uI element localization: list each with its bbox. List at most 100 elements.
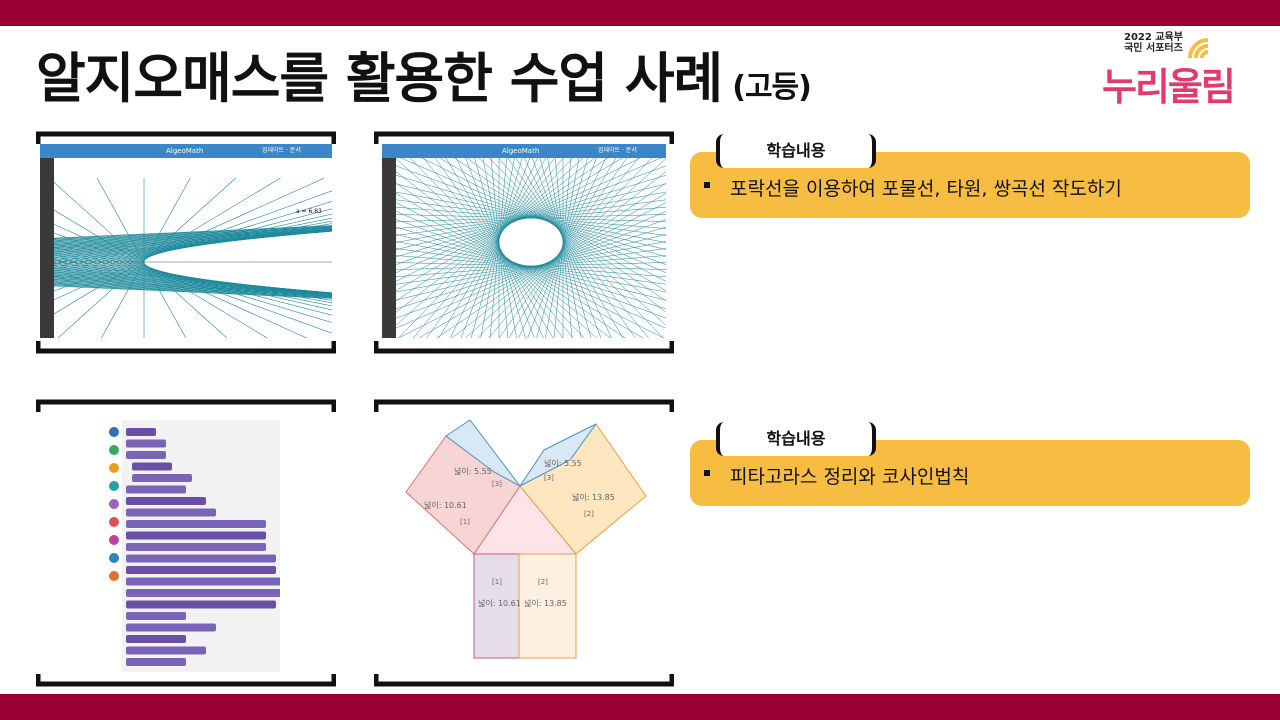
- code-block[interactable]: [126, 554, 276, 563]
- code-block[interactable]: [126, 451, 166, 459]
- envelope-line: [54, 227, 332, 242]
- envelope-line: [54, 226, 332, 240]
- category-icon[interactable]: [109, 463, 119, 473]
- envelope-line: [54, 284, 332, 299]
- learning-content-tag-2: 학습내용: [716, 422, 876, 456]
- code-block[interactable]: [126, 577, 280, 586]
- category-icon[interactable]: [109, 445, 119, 455]
- envelope-line: [54, 230, 332, 257]
- category-icon[interactable]: [109, 571, 119, 581]
- bracket-frame: [374, 131, 674, 354]
- envelope-line: [54, 227, 332, 265]
- code-block[interactable]: [126, 531, 266, 540]
- code-block[interactable]: [126, 497, 206, 505]
- code-block[interactable]: [126, 600, 276, 609]
- envelope-line: [54, 190, 332, 292]
- envelope-line: [54, 280, 332, 297]
- category-icon[interactable]: [109, 427, 119, 437]
- code-block[interactable]: [126, 485, 186, 494]
- slider-label: a = 6.83: [296, 208, 322, 215]
- envelope-line: [54, 262, 332, 295]
- tool-sidebar[interactable]: [382, 158, 396, 338]
- code-block[interactable]: [126, 623, 216, 632]
- block-palette[interactable]: [42, 420, 122, 672]
- code-blocks[interactable]: [42, 420, 280, 672]
- app-toolbar: AlgeoMath 업데이트 · 문서: [382, 144, 666, 158]
- rect-2: [518, 553, 577, 659]
- code-block[interactable]: [132, 474, 192, 482]
- area-label-2: 넓이: 13.85: [572, 492, 615, 502]
- area-label-r1: 넓이: 10.61: [478, 598, 521, 608]
- envelope-line: [54, 230, 332, 254]
- logo-line1: 2022 교육부: [1124, 32, 1183, 43]
- app-toolbar: AlgeoMath 업데이트 · 문서: [40, 144, 332, 158]
- code-block[interactable]: [126, 508, 216, 517]
- bracket-frame: [36, 131, 336, 354]
- bullet-icon: [704, 470, 710, 476]
- area-label-3b: 넓이: 5.55: [544, 458, 582, 468]
- code-block[interactable]: [132, 462, 172, 471]
- category-icon[interactable]: [109, 517, 119, 527]
- algeomath-view: AlgeoMath 업데이트 · 문서 a = 6.83: [40, 144, 332, 338]
- app-menu[interactable]: 업데이트 · 문서: [262, 147, 301, 154]
- tool-sidebar[interactable]: [40, 158, 54, 338]
- code-block[interactable]: [126, 520, 266, 528]
- category-icon[interactable]: [109, 499, 119, 509]
- envelope-line: [54, 217, 332, 275]
- top-bar: [0, 0, 1280, 26]
- envelope-line: [54, 269, 332, 294]
- envelope-line: [54, 268, 332, 294]
- envelope-line: [54, 229, 332, 262]
- envelope-line: [54, 223, 308, 338]
- category-icon[interactable]: [109, 553, 119, 563]
- envelope-line: [554, 158, 573, 338]
- learning-content-text-2: 피타고라스 정리와 코사인법칙: [730, 466, 970, 488]
- envelope-line: [54, 273, 332, 294]
- code-block[interactable]: [126, 658, 186, 666]
- envelope-line: [54, 243, 332, 316]
- envelope-line: [54, 247, 332, 311]
- nuriullim-logo: 2022 교육부 국민 서포터즈 누리울림: [1098, 30, 1248, 110]
- envelope-line: [54, 274, 332, 294]
- envelope-line: [54, 228, 332, 245]
- code-block[interactable]: [126, 439, 166, 448]
- envelope-line: [54, 267, 332, 294]
- envelope-line: [54, 208, 332, 281]
- envelope-line: [54, 230, 332, 250]
- code-block[interactable]: [126, 635, 186, 643]
- envelope-line: [54, 270, 332, 294]
- code-block[interactable]: [126, 428, 156, 436]
- envelope-line: [54, 225, 332, 240]
- bullet-icon: [704, 182, 710, 188]
- envelope-line: [54, 230, 332, 249]
- envelope-line: [54, 223, 332, 270]
- envelope-line: [54, 230, 332, 256]
- envelope-line: [54, 284, 332, 298]
- code-block[interactable]: [126, 589, 280, 597]
- learning-content-tag-1: 학습내용: [716, 134, 876, 168]
- envelope-line: [54, 230, 332, 255]
- envelope-line: [54, 265, 332, 294]
- rect-1: [473, 553, 520, 659]
- code-block[interactable]: [126, 543, 266, 551]
- code-block[interactable]: [126, 566, 276, 574]
- tag-label-3b: [3]: [544, 474, 554, 482]
- envelope-line: [54, 228, 332, 263]
- envelope-line: [54, 264, 332, 295]
- envelope-line: [54, 230, 332, 252]
- envelope-line: [54, 226, 332, 241]
- app-menu[interactable]: 업데이트 · 문서: [598, 147, 637, 154]
- category-icon[interactable]: [109, 535, 119, 545]
- envelope-line: [54, 225, 332, 239]
- page-title: 알지오매스를 활용한 수업 사례(고등): [36, 47, 812, 110]
- category-icon[interactable]: [109, 481, 119, 491]
- tag-label-3: [3]: [492, 480, 502, 488]
- envelope-line: [54, 238, 332, 323]
- code-block[interactable]: [126, 646, 206, 655]
- envelope-line: [54, 177, 325, 301]
- logo-wordmark: 누리울림: [1102, 65, 1236, 109]
- envelope-line: [54, 275, 332, 294]
- code-block[interactable]: [126, 612, 186, 620]
- envelope-line: [54, 254, 332, 301]
- logo-line2: 국민 서포터즈: [1124, 43, 1183, 54]
